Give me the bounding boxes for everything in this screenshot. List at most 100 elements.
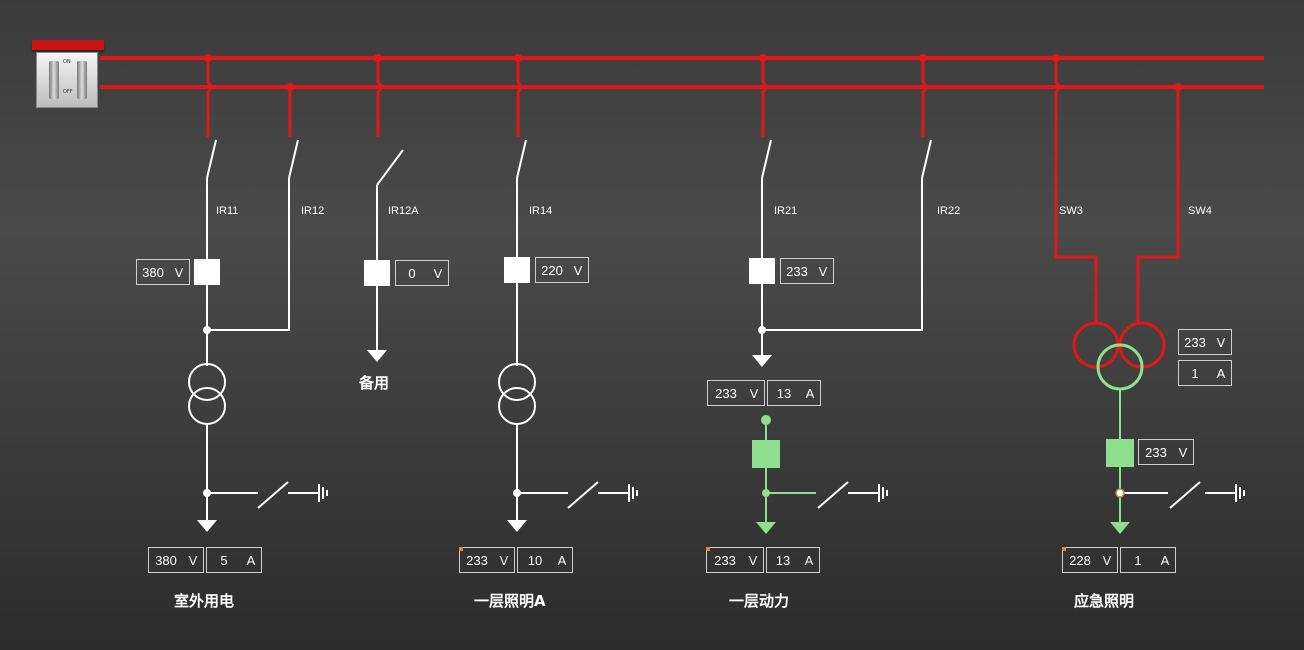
meter-floor1-light-voltage: 233 V bbox=[459, 547, 515, 573]
load-label-emergency-light: 应急照明 bbox=[1074, 592, 1135, 610]
meter-value: 228 bbox=[1069, 552, 1091, 568]
breaker-off-label: OFF bbox=[63, 89, 73, 95]
meter-value: 233 bbox=[786, 263, 808, 279]
meter-unit: V bbox=[1178, 444, 1188, 460]
meter-emergency-out-current: 1 A bbox=[1120, 547, 1176, 573]
meter-unit: V bbox=[818, 263, 828, 279]
meter-value: 1 bbox=[1134, 552, 1142, 568]
feeder-label-ir12a: IR12A bbox=[388, 205, 419, 217]
ground-icon bbox=[628, 484, 638, 502]
status-dot bbox=[706, 547, 710, 551]
ground-symbols bbox=[318, 484, 1245, 502]
meter-value: 380 bbox=[142, 264, 164, 280]
arrow-down-icon bbox=[197, 520, 217, 532]
meter-ir12a-voltage: 0 V bbox=[395, 260, 449, 286]
tap-ir21 bbox=[761, 58, 767, 137]
feeder-taps bbox=[206, 58, 1180, 324]
status-dot bbox=[459, 547, 463, 551]
meter-value: 380 bbox=[155, 552, 177, 568]
meter-unit: V bbox=[174, 264, 184, 280]
ground-icon bbox=[318, 484, 328, 502]
meter-unit: V bbox=[1102, 552, 1112, 568]
load-label-outdoor: 室外用电 bbox=[174, 592, 235, 610]
meter-value: 0 bbox=[408, 265, 416, 281]
meter-value: 10 bbox=[527, 552, 543, 568]
meter-emergency-tx-voltage: 233 V bbox=[1178, 329, 1232, 355]
emergency-transformer-icon bbox=[1072, 321, 1166, 391]
tap-sw4 bbox=[1136, 87, 1180, 324]
meter-value: 233 bbox=[714, 552, 736, 568]
load-label-floor1-power: 一层动力 bbox=[729, 592, 790, 610]
meter-value: 233 bbox=[466, 552, 488, 568]
breaker-ir14 bbox=[504, 257, 530, 283]
load-arrows bbox=[197, 350, 1130, 534]
energized-circuits bbox=[765, 389, 1121, 522]
tap-ir11 bbox=[206, 58, 212, 137]
feeder-label-sw3: SW3 bbox=[1059, 205, 1083, 217]
switch-ir22 bbox=[921, 139, 932, 179]
arrow-down-icon bbox=[507, 520, 527, 532]
meter-floor1-power-current: 13 A bbox=[767, 380, 821, 406]
main-breaker-switch[interactable]: ON OFF bbox=[32, 40, 104, 108]
meter-emergency-voltage: 233 V bbox=[1138, 439, 1194, 465]
meter-unit: A bbox=[1216, 365, 1226, 381]
transformer-icon bbox=[188, 363, 226, 425]
meter-value: 13 bbox=[775, 552, 791, 568]
ground-icon bbox=[878, 484, 888, 502]
meter-unit: V bbox=[1216, 334, 1226, 350]
meter-floor1-light-current: 10 A bbox=[517, 547, 573, 573]
meter-ir14-voltage: 220 V bbox=[535, 257, 589, 283]
ground-icon bbox=[1235, 484, 1245, 502]
meter-unit: V bbox=[499, 552, 509, 568]
breaker-emergency bbox=[1106, 439, 1134, 467]
main-breaker-body: ON OFF bbox=[36, 52, 98, 108]
feeder-labels: IR11 IR12 IR12A IR14 IR21 IR22 SW3 SW4 bbox=[216, 205, 1212, 217]
switch-ir11 bbox=[206, 139, 217, 179]
breaker-ir11 bbox=[194, 259, 220, 285]
meter-value: 13 bbox=[776, 385, 792, 401]
meter-value: 1 bbox=[1191, 365, 1199, 381]
switch-blades bbox=[206, 139, 932, 186]
meter-floor1-power-voltage: 233 V bbox=[707, 380, 765, 406]
breaker-ir21 bbox=[749, 258, 775, 284]
meter-unit: V bbox=[188, 552, 198, 568]
transformer-icon bbox=[498, 363, 536, 425]
meter-value: 233 bbox=[715, 385, 737, 401]
bus-junctions bbox=[204, 54, 1182, 91]
meter-outdoor-voltage: 380 V bbox=[148, 547, 204, 573]
busbars bbox=[100, 56, 1264, 89]
meter-unit: A bbox=[1160, 552, 1170, 568]
switch-ir21 bbox=[761, 139, 772, 179]
arrow-down-icon bbox=[756, 522, 776, 534]
switch-ir12a bbox=[376, 149, 404, 186]
load-label-floor1-light-a: 一层照明A bbox=[474, 592, 546, 610]
meter-ir11-voltage: 380 V bbox=[136, 259, 190, 285]
feeder-label-ir12: IR12 bbox=[301, 205, 324, 217]
meter-unit: A bbox=[557, 552, 567, 568]
meter-emergency-tx-current: 1 A bbox=[1178, 360, 1232, 386]
breaker-floor1-power bbox=[752, 440, 780, 468]
meter-value: 220 bbox=[541, 262, 563, 278]
meter-unit: A bbox=[805, 385, 815, 401]
dead-circuits bbox=[206, 178, 1235, 520]
meter-unit: A bbox=[246, 552, 256, 568]
arrow-down-icon bbox=[1110, 522, 1130, 534]
meter-ir21-voltage: 233 V bbox=[780, 258, 834, 284]
status-dot bbox=[1062, 547, 1066, 551]
feeder-label-ir22: IR22 bbox=[937, 205, 960, 217]
junction-dots bbox=[203, 326, 1125, 498]
meter-value: 233 bbox=[1145, 444, 1167, 460]
meter-emergency-out-voltage: 228 V bbox=[1062, 547, 1118, 573]
tap-ir14 bbox=[516, 58, 522, 137]
breaker-lever-right[interactable] bbox=[77, 61, 87, 99]
breaker-lever-left[interactable] bbox=[49, 61, 59, 99]
meter-unit: V bbox=[573, 262, 583, 278]
switch-ir12 bbox=[288, 139, 299, 179]
meter-unit: V bbox=[433, 265, 443, 281]
arrow-down-icon bbox=[367, 350, 387, 362]
breaker-ir12a bbox=[364, 260, 390, 286]
tap-sw3 bbox=[1054, 58, 1098, 324]
meter-unit: A bbox=[804, 552, 814, 568]
meter-unit: V bbox=[749, 385, 759, 401]
